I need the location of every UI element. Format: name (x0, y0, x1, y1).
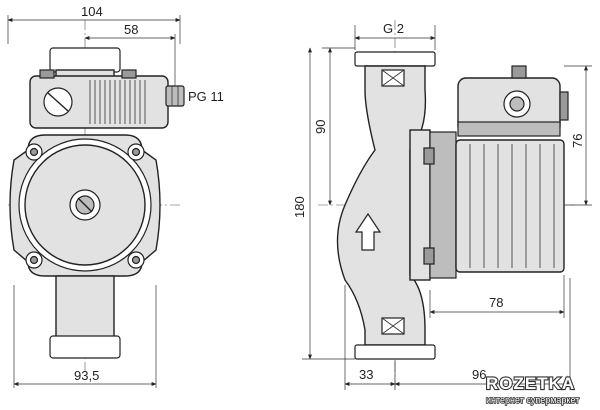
flange-marker-bottom (381, 317, 405, 335)
dim-side-connection: G 2 (383, 21, 404, 36)
side-terminal-box-tab (511, 65, 527, 79)
front-inlet-pipe (55, 275, 115, 339)
dim-front-total-width: 104 (81, 4, 103, 19)
dim-side-upper-height: 90 (313, 120, 328, 134)
front-housing-bolts (25, 143, 145, 269)
side-terminal-box-latch (559, 91, 569, 121)
dim-front-bottom-width: 93,5 (74, 368, 99, 383)
side-bottom-flange (354, 344, 436, 360)
dim-side-right-offset: 96 (472, 367, 486, 382)
rozetka-watermark: ROZETKA интернет супермаркет (485, 373, 580, 406)
watermark-tagline: интернет супермаркет (486, 395, 579, 405)
box-tab-right (121, 69, 137, 79)
terminal-box-ribs (89, 80, 146, 124)
dim-front-box-width: 58 (124, 22, 138, 37)
cable-gland (165, 85, 185, 107)
dim-side-motor-height: 76 (570, 134, 585, 148)
side-view: G 2 90 180 76 78 33 96 (292, 20, 592, 390)
dim-side-motor-length: 78 (489, 295, 503, 310)
front-view: 104 58 PG 11 93,5 (7, 4, 224, 388)
motor-fins (469, 144, 555, 268)
dim-side-left-offset: 33 (359, 367, 373, 382)
front-inlet-flange (49, 335, 121, 359)
dim-side-total-height: 180 (292, 196, 307, 218)
flow-direction-arrow-icon (354, 212, 382, 251)
front-outlet-flange (49, 47, 121, 73)
side-top-flange (354, 51, 436, 67)
side-terminal-box-base (457, 121, 561, 137)
box-tab-left (39, 69, 55, 79)
side-motor-housing (455, 139, 565, 273)
cable-gland-label: PG 11 (188, 89, 224, 104)
watermark-brand: ROZETKA (486, 374, 575, 393)
flange-marker-top (381, 69, 405, 87)
